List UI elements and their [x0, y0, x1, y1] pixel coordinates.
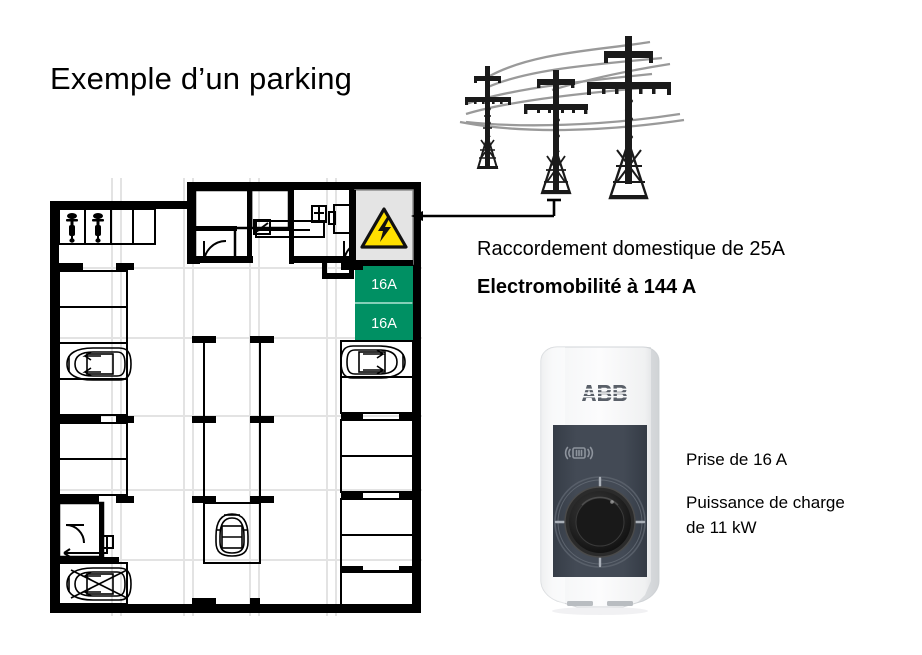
socket-rating-caption: Prise de 16 A: [686, 450, 788, 469]
charging-power-caption: Puissance de charge de 11 kW: [686, 493, 845, 537]
parking-garage-floor-plan: 16A 16A: [44, 168, 426, 620]
charging-bay-1: [355, 266, 413, 302]
pylon-middle: [524, 70, 588, 195]
right-parking-bays: [340, 340, 414, 606]
pylon-right: [587, 36, 671, 200]
exterior-walls: [50, 182, 421, 613]
left-bay-pillars: [59, 263, 134, 563]
abb-logo: [582, 385, 628, 401]
electrical-hazard-icon: [360, 207, 408, 249]
technical-equipment: [253, 204, 361, 238]
motorcycle-icon: [66, 213, 78, 243]
high-voltage-transmission-pylons: [452, 30, 702, 230]
grid-feeder-connection-arrow: [406, 196, 566, 230]
charging-bay-2: [355, 304, 413, 341]
pylon-left: [465, 66, 511, 169]
stairwell: [57, 501, 114, 559]
technical-room: [193, 188, 367, 279]
car-center: [215, 513, 249, 557]
page-title: Exemple d’un parking: [50, 61, 353, 96]
motorcycle-bays: [58, 208, 156, 245]
charging-bays: 16A 16A: [355, 266, 413, 341]
right-bay-pillars: [341, 263, 413, 573]
charging-bay-2-label: 16A: [371, 316, 397, 332]
charger-mounting-feet: [567, 601, 633, 606]
charging-socket: [554, 476, 646, 568]
charger-shadow: [552, 607, 648, 615]
rfid-reader-icon: [564, 446, 594, 460]
electromobility-caption: Electromobilité à 144 A: [477, 276, 697, 298]
car-left-upper: [66, 347, 132, 381]
grid-connection-caption: Raccordement domestique de 25A: [477, 238, 785, 260]
electrical-supply-room: [349, 189, 414, 266]
center-aisle: [192, 336, 274, 605]
left-parking-bays: [58, 270, 128, 605]
abb-wallbox-charger: [527, 345, 673, 620]
arrow-head-icon: [411, 211, 423, 221]
charging-bay-1-label: 16A: [371, 277, 397, 293]
car-bottom-left-crossed: [66, 567, 132, 601]
car-right-upper: [340, 345, 406, 379]
motorcycle-icon: [92, 213, 104, 243]
